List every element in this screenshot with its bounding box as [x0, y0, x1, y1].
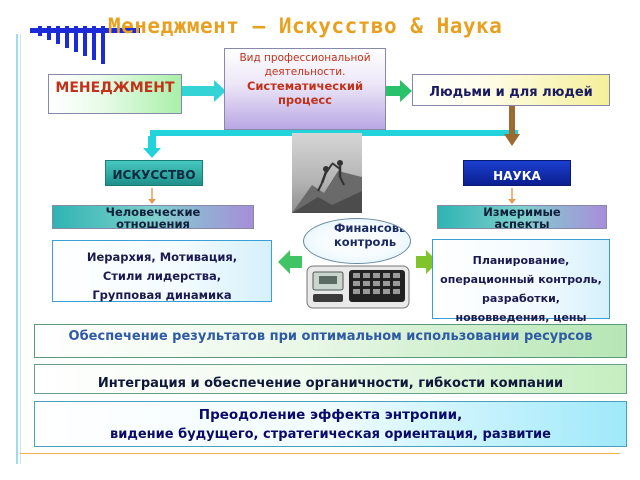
science-label: НАУКА	[493, 169, 541, 183]
human-relations-label: Человеческие отношения	[105, 205, 201, 229]
climbers-photo-icon	[292, 133, 362, 213]
activity-box: Вид профессиональной деятельности. Систе…	[224, 48, 386, 130]
art-details-box: Иерархия, Мотивация, Стили лидерства, Гр…	[52, 240, 272, 302]
management-label: МЕНЕДЖМЕНТ	[55, 80, 175, 96]
science-details-text: Планирование, операционный контроль, раз…	[440, 254, 602, 324]
measurable-box: Измеримые аспекты	[437, 205, 607, 229]
management-box: МЕНЕДЖМЕНТ	[48, 74, 182, 114]
arrow-right-icon	[180, 80, 226, 102]
art-box: ИСКУССТВО	[105, 160, 203, 186]
integration-bar: Интеграция и обеспечение органичности, г…	[34, 364, 627, 394]
decorative-stripe	[47, 26, 51, 40]
decorative-stripe	[65, 26, 69, 48]
decorative-stripe	[83, 26, 87, 56]
people-label: Людьми и для людей	[429, 85, 593, 100]
arrow-down-icon	[508, 199, 516, 204]
decorative-stripe	[101, 26, 105, 64]
human-relations-box: Человеческие отношения	[52, 205, 254, 229]
science-details-box: Планирование, операционный контроль, раз…	[432, 239, 610, 324]
arrow-down-icon	[148, 199, 156, 204]
results-text: Обеспечение результатов при оптимальном …	[68, 329, 593, 344]
decorative-stripe	[92, 26, 96, 60]
science-box: НАУКА	[463, 160, 571, 186]
results-bar: Обеспечение результатов при оптимальном …	[34, 324, 627, 358]
left-accent-line	[20, 34, 21, 464]
financial-control-ellipse: Финансовый контроль	[303, 218, 411, 264]
art-label: ИСКУССТВО	[112, 168, 196, 182]
entropy-bar: Преодоление эффекта энтропии, видение бу…	[34, 401, 627, 447]
arrow-left-icon	[278, 250, 302, 274]
activity-description: Вид профессиональной деятельности.	[239, 52, 371, 78]
arrow-down-icon	[143, 136, 161, 158]
decorative-stripe	[74, 26, 78, 52]
financial-control-label: Финансовый контроль	[334, 221, 411, 249]
entropy-line-2: видение будущего, стратегическая ориента…	[110, 427, 551, 442]
decorative-stripe	[38, 26, 42, 36]
measurable-label: Измеримые аспекты	[483, 205, 561, 229]
activity-process: Систематический процесс	[246, 79, 364, 107]
entropy-line-1: Преодоление эффекта энтропии,	[198, 407, 463, 423]
left-accent-line	[16, 34, 18, 464]
arrow-right-icon	[386, 80, 412, 102]
arrow-right-icon	[416, 250, 438, 274]
integration-text: Интеграция и обеспечение органичности, г…	[97, 376, 564, 391]
art-details-text: Иерархия, Мотивация, Стили лидерства, Гр…	[86, 250, 238, 302]
bottom-divider	[20, 453, 620, 454]
people-box: Людьми и для людей	[412, 74, 610, 106]
arrow-down-icon	[504, 134, 520, 146]
page-title: Менеджмент – Искусство & Наука	[108, 14, 503, 38]
calculator-icon	[305, 262, 411, 310]
decorative-stripe	[56, 26, 60, 44]
branch-line	[509, 106, 515, 134]
